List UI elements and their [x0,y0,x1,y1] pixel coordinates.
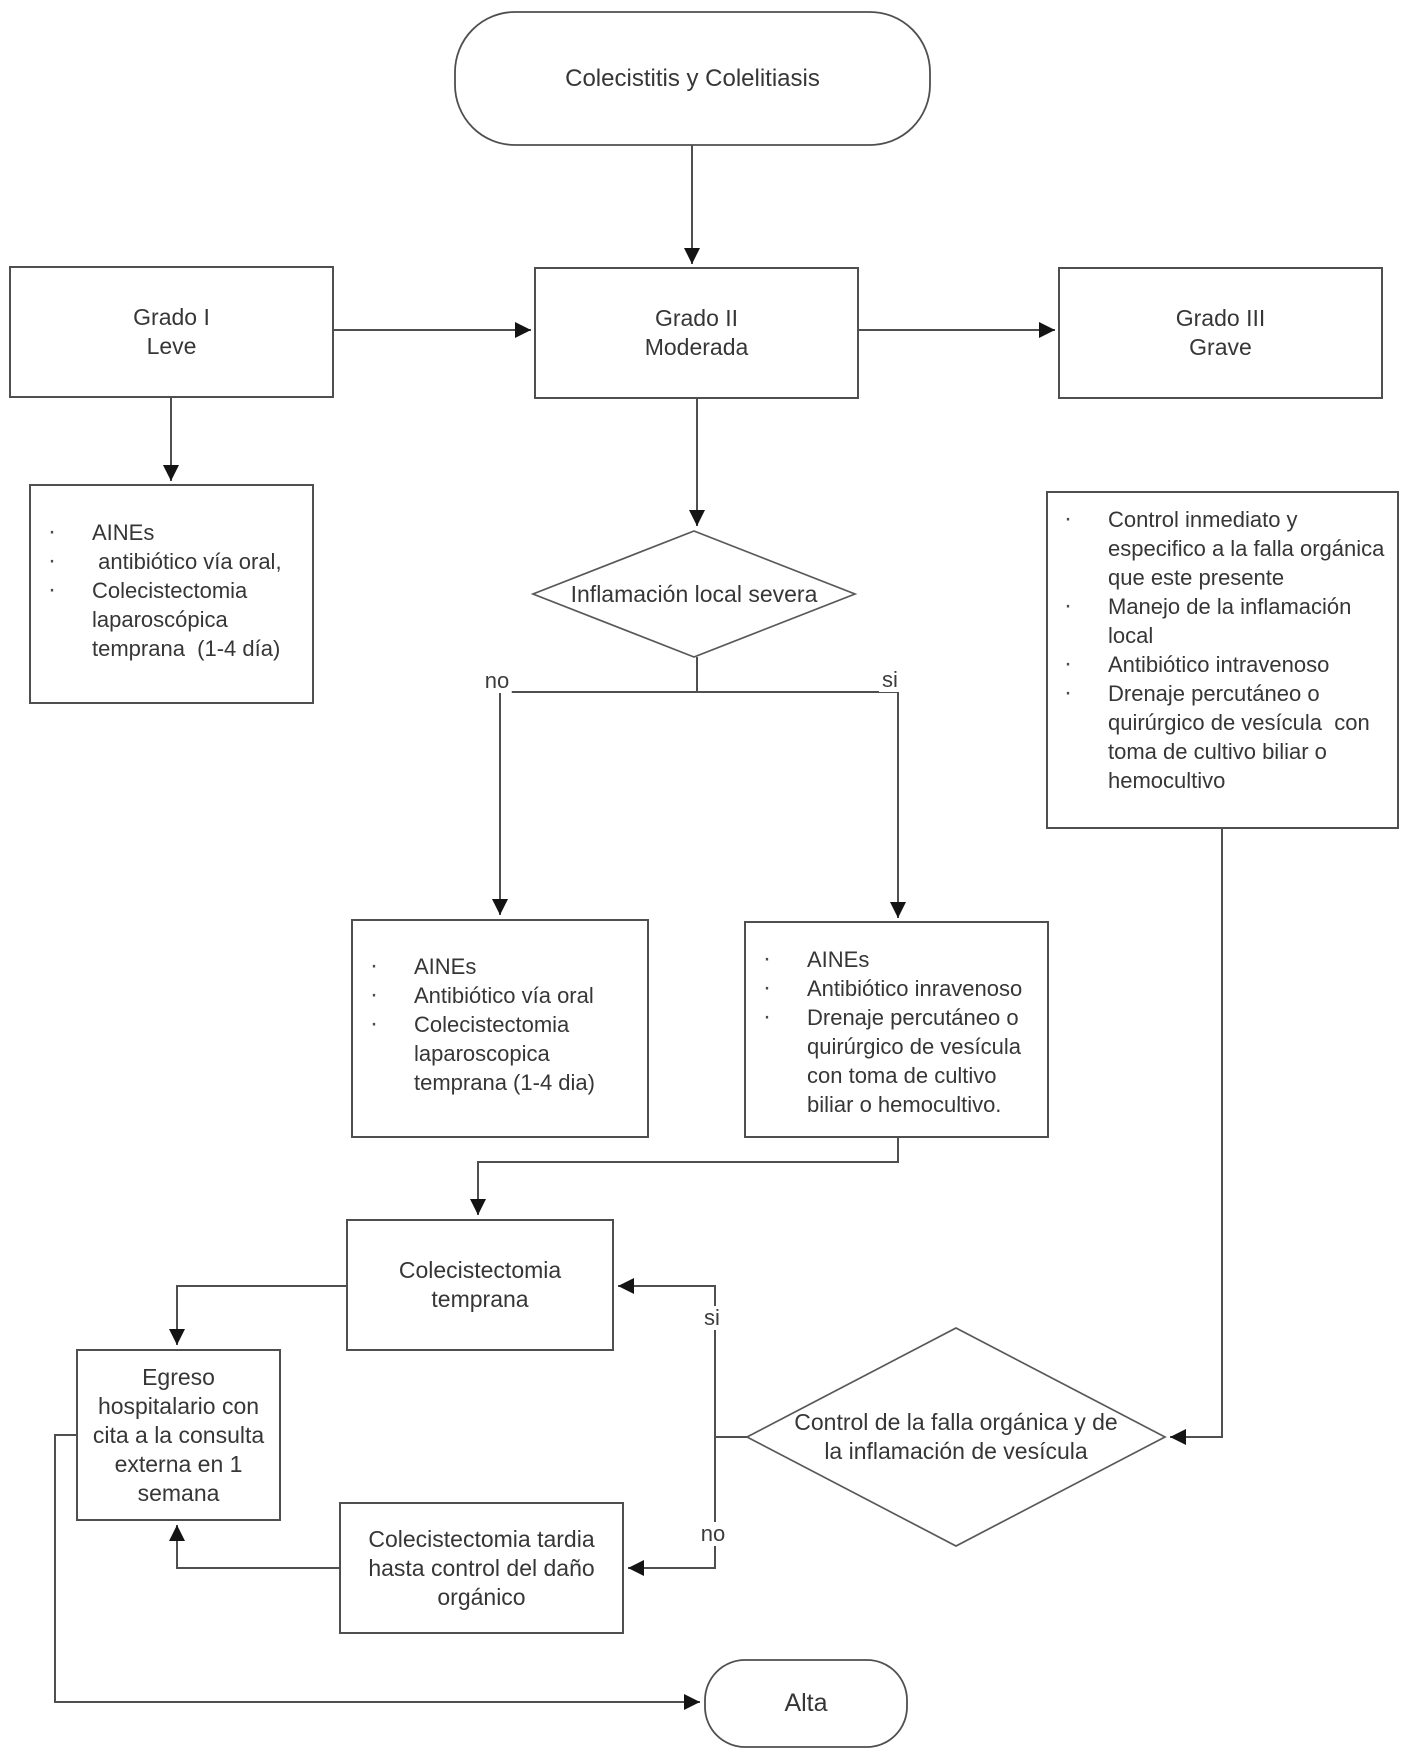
egreso-text: Egreso hospitalario con cita a la consul… [92,1363,265,1506]
egreso-box-label: Egreso hospitalario con cita a la consul… [77,1350,280,1520]
grado1-line1: Grado I [133,304,210,330]
alta-terminal-shape [704,1659,908,1748]
edge-grado3-to-decision2 [1170,828,1223,1445]
list-item: Colecistectomia laparoscópica temprana (… [40,575,297,663]
grado1-tx-item-2: antibiótico vía oral, [92,549,282,574]
list-item: antibiótico vía oral, [40,546,297,576]
list-item: AINEs [362,951,619,981]
grado3-box-label: Grado III Grave [1059,268,1382,398]
list-item: Drenaje percutáneo o quirúrgico de vesíc… [755,1002,1045,1119]
grado3-line2: Grave [1189,334,1252,360]
list-item: AINEs [755,944,1045,974]
grado1-box-label: Grado I Leve [10,267,333,397]
temprana-text: Colecistectomia temprana [398,1257,562,1312]
list-item: Drenaje percutáneo o quirúrgico de vesíc… [1056,678,1400,795]
decision1-label: Inflamación local severa [533,531,855,657]
edge-decision2-no-to-tardia [628,1437,716,1576]
grado2-box-shape [534,267,859,399]
no-tx-item-2: Antibiótico vía oral [414,983,594,1008]
decision2-si-label: si [701,1306,723,1330]
si-tx-item-2: Antibiótico inravenoso [807,976,1023,1001]
list-item: Control inmediato y especifico a la fall… [1056,504,1400,592]
list-item: AINEs [40,517,297,547]
decision2-line2: la inflamación de vesícula [824,1438,1088,1464]
grado1-line2: Leve [146,333,197,359]
list-item: Colecistectomia laparoscopica temprana (… [362,1009,619,1097]
no-treatment-list: AINEs Antibiótico vía oral Colecistectom… [362,951,619,1097]
decision2-line1: Control de la falla orgánica y de [794,1409,1118,1435]
grado3-box-shape [1058,267,1383,399]
list-item: Antibiótico vía oral [362,980,619,1010]
grado1-tx-item-1: AINEs [92,520,155,545]
decision2-diamond-shape [745,1327,1167,1547]
decision1-diamond-shape [530,530,858,658]
start-terminal-text: Colecistitis y Colelitiasis [565,65,820,92]
grado2-line2: Moderada [644,334,749,360]
decision2-no-label: no [697,1522,729,1546]
grado2-line1: Grado II [654,305,739,331]
list-item: Manejo de la inflamación local [1056,591,1400,650]
grado1-treatment-list: AINEs antibiótico vía oral, Colecistecto… [40,517,297,663]
grado1-tx-item-3: Colecistectomia laparoscópica temprana (… [92,578,281,661]
edge-treatments-to-temprana [470,1137,899,1215]
list-item: Antibiótico intravenoso [1056,649,1400,679]
tardia-text: Colecistectomia tardia hasta control del… [368,1525,595,1610]
no-tx-item-3: Colecistectomia laparoscopica temprana (… [414,1012,595,1095]
edge-decision2-si-to-temprana [618,1278,747,1438]
grado3-treatment-list: Control inmediato y especifico a la fall… [1056,504,1400,795]
si-tx-item-3: Drenaje percutáneo o quirúrgico de vesíc… [807,1005,1028,1117]
grado3-tx-item-3: Antibiótico intravenoso [1108,652,1330,677]
tardia-box-label: Colecistectomia tardia hasta control del… [340,1503,623,1633]
decision1-text: Inflamación local severa [570,580,818,607]
grado3-line1: Grado III [1175,305,1266,331]
decision1-no-label: no [481,669,513,693]
si-treatment-list: AINEs Antibiótico inravenoso Drenaje per… [755,944,1045,1119]
temprana-box-shape [346,1219,614,1351]
edge-temprana-to-egreso [169,1285,347,1345]
grado3-tx-item-2: Manejo de la inflamación local [1108,594,1358,648]
grado3-tx-item-1: Control inmediato y especifico a la fall… [1108,507,1391,590]
grado2-box-label: Grado II Moderada [535,268,858,398]
grado3-tx-item-4: Drenaje percutáneo o quirúrgico de vesíc… [1108,681,1376,793]
list-item: Antibiótico inravenoso [755,973,1045,1003]
alta-terminal-text: Alta [784,1689,828,1717]
edge-egreso-to-alta [54,1434,700,1710]
no-tx-item-1: AINEs [414,954,477,979]
edge-tardia-to-egreso [169,1525,340,1569]
alta-terminal-label: Alta [705,1660,907,1747]
temprana-box-label: Colecistectomia temprana [347,1220,613,1350]
start-terminal-label: Colecistitis y Colelitiasis [455,12,930,145]
grado1-box-shape [9,266,334,398]
egreso-box-shape [76,1349,281,1521]
si-tx-item-1: AINEs [807,947,870,972]
decision1-si-label: si [879,668,901,692]
decision2-label: Control de la falla orgánica y de la inf… [747,1328,1165,1546]
